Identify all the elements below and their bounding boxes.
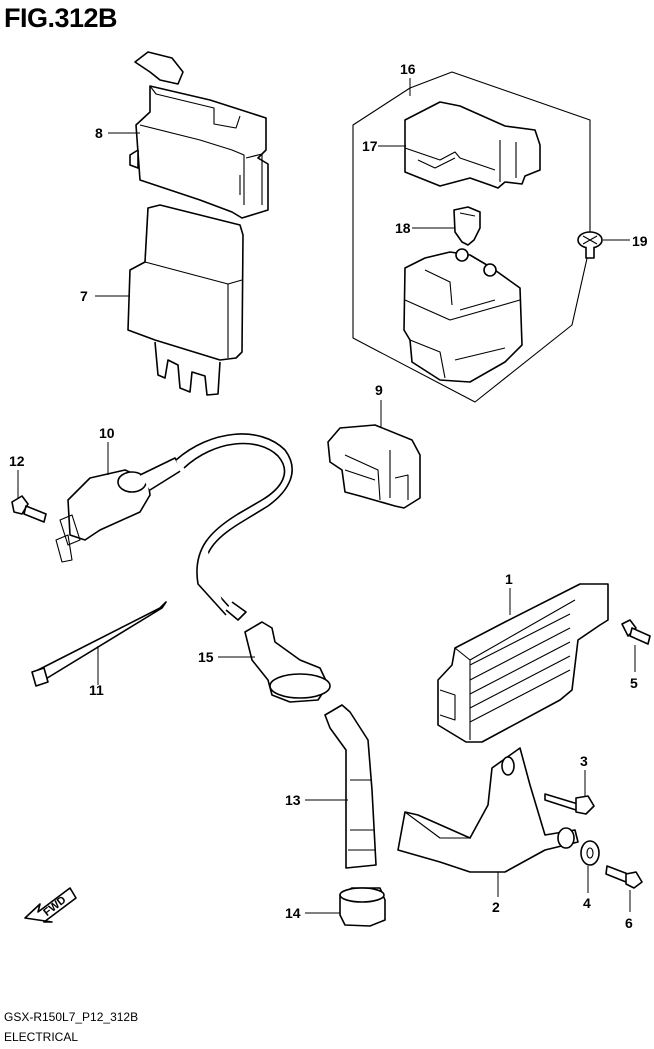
part-3-bolt[interactable] [544,793,595,815]
part-1-regulator-rectifier[interactable] [437,583,609,743]
part-13-lead[interactable] [324,704,377,869]
part-10-ignition-coil[interactable] [55,433,293,621]
svg-text:6: 6 [625,915,633,931]
part-6-bolt[interactable] [605,865,643,889]
part-19-screw[interactable] [577,231,603,259]
part-2-bracket[interactable] [397,747,579,873]
svg-text:19: 19 [632,233,648,249]
svg-text:10: 10 [99,425,115,441]
part-18-fuse[interactable] [453,206,481,246]
callout-19: 19 [603,233,648,249]
part-14-cap[interactable] [339,887,386,927]
callout-15: 15 [198,649,255,665]
part-16-starter-relay[interactable] [403,248,523,383]
part-4-washer[interactable] [580,840,600,866]
callout-17: 17 [362,138,406,154]
part-8-ecu-holder[interactable] [129,51,269,219]
svg-text:17: 17 [362,138,378,154]
svg-text:12: 12 [9,453,25,469]
callout-10: 10 [99,425,115,475]
svg-text:2: 2 [492,899,500,915]
svg-text:9: 9 [375,382,383,398]
callout-8: 8 [95,125,140,141]
callout-6: 6 [625,890,633,931]
svg-text:8: 8 [95,125,103,141]
callout-18: 18 [395,220,455,236]
callout-1: 1 [505,571,513,615]
part-15-plug-cap[interactable] [244,621,331,703]
svg-text:4: 4 [583,895,591,911]
diagram-code: GSX-R150L7_P12_312B [4,1010,139,1024]
svg-text:18: 18 [395,220,411,236]
figure-title: FIG.312B [4,3,118,33]
svg-text:15: 15 [198,649,214,665]
part-12-bolt[interactable] [11,495,47,523]
part-9-relay[interactable] [327,424,421,509]
diagram-name: ELECTRICAL [4,1030,79,1044]
callout-11: 11 [89,646,104,698]
svg-text:3: 3 [580,753,588,769]
part-5-bolt[interactable] [621,619,651,645]
part-11-cable-tie[interactable] [31,601,167,687]
svg-text:14: 14 [285,905,301,921]
part-7-ecu[interactable] [127,204,244,396]
callout-5: 5 [630,645,638,691]
callout-7: 7 [80,288,130,304]
callout-14: 14 [285,905,340,921]
svg-text:7: 7 [80,288,88,304]
svg-text:5: 5 [630,675,638,691]
callout-16: 16 [400,61,416,96]
part-17-relay-cover[interactable] [404,101,541,189]
callout-9: 9 [375,382,383,428]
fwd-direction-arrow: FWD [24,887,77,923]
svg-text:11: 11 [89,682,104,698]
svg-text:13: 13 [285,792,301,808]
callout-13: 13 [285,792,348,808]
callout-3: 3 [580,753,588,796]
callout-4: 4 [583,866,591,911]
callout-2: 2 [492,872,500,915]
svg-text:16: 16 [400,61,416,77]
callout-12: 12 [9,453,25,498]
svg-text:1: 1 [505,571,513,587]
